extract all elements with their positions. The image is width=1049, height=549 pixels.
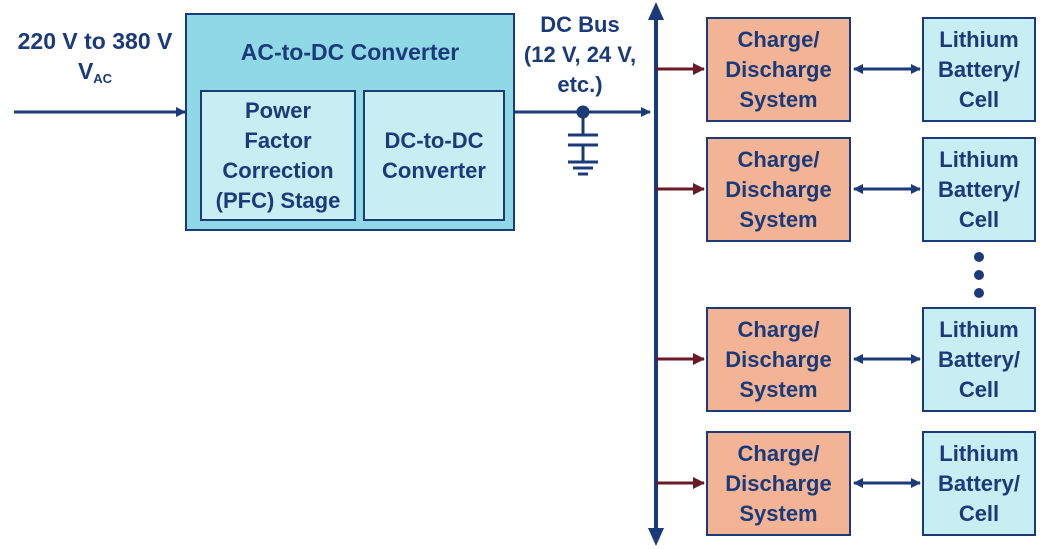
bus-arrow-top-icon — [648, 2, 664, 20]
ac-to-dc-converter-block: AC-to-DC Converter Power Factor Correcti… — [185, 13, 515, 231]
lithium-battery-cell: Lithium Battery/ Cell — [922, 17, 1036, 122]
dc-to-dc-converter-block: DC-to-DC Converter — [363, 90, 505, 221]
dc-bus-label: DC Bus (12 V, 24 V, etc.) — [523, 12, 637, 97]
input-voltage-range: 220 V to 380 V — [17, 28, 173, 54]
input-voltage-label: 220 V to 380 V VAC — [0, 26, 190, 94]
charge-discharge-system: Charge/ Discharge System — [706, 431, 851, 536]
lithium-battery-cell: Lithium Battery/ Cell — [922, 137, 1036, 242]
charge-discharge-system: Charge/ Discharge System — [706, 307, 851, 412]
charge-discharge-system: Charge/ Discharge System — [706, 17, 851, 122]
converter-title: AC-to-DC Converter — [240, 39, 460, 65]
lithium-battery-cell: Lithium Battery/ Cell — [922, 307, 1036, 412]
capacitor-symbol — [568, 105, 598, 176]
charge-discharge-system: Charge/ Discharge System — [706, 137, 851, 242]
pfc-stage-block: Power Factor Correction (PFC) Stage — [200, 90, 356, 221]
lithium-battery-cell: Lithium Battery/ Cell — [922, 431, 1036, 536]
vac-label: VAC — [77, 58, 113, 86]
bus-arrow-bottom-icon — [648, 528, 664, 546]
ellipsis-dots — [974, 252, 984, 298]
